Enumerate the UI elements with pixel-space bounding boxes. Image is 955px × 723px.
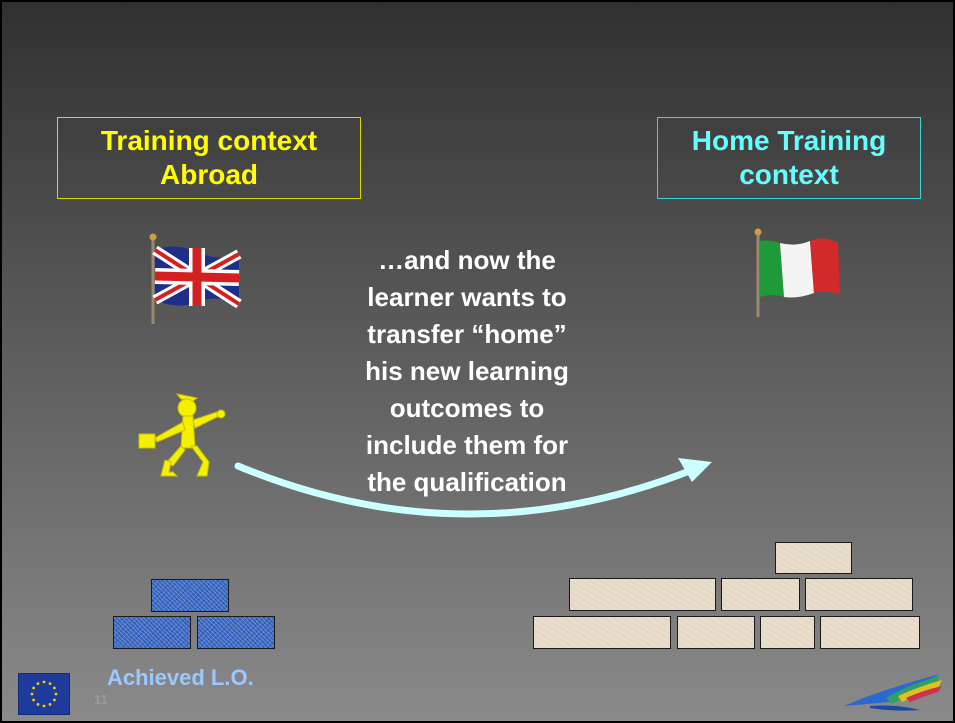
eu-flag-icon bbox=[18, 673, 70, 715]
qualification-brick bbox=[805, 578, 913, 611]
qualification-brick bbox=[677, 616, 755, 649]
slide-number: 11 bbox=[94, 692, 108, 707]
curved-arrow-icon bbox=[234, 458, 712, 518]
home-training-context-box: Home Training context bbox=[657, 117, 921, 199]
achieved-brick bbox=[113, 616, 191, 649]
achieved-brick bbox=[197, 616, 275, 649]
qualification-brick bbox=[775, 542, 852, 574]
transfer-description-text: …and now the learner wants to transfer “… bbox=[365, 245, 569, 497]
qualification-brick bbox=[533, 616, 671, 649]
training-context-abroad-box: Training context Abroad bbox=[57, 117, 361, 199]
qualification-brick bbox=[820, 616, 920, 649]
qualification-brick bbox=[760, 616, 815, 649]
achieved-brick bbox=[151, 579, 229, 612]
achieved-lo-label: Achieved L.O. bbox=[107, 665, 254, 690]
italy-flag-icon bbox=[754, 228, 840, 317]
qualification-brick bbox=[721, 578, 800, 611]
uk-flag-icon bbox=[149, 233, 242, 324]
learner-figure-icon bbox=[138, 393, 226, 477]
qualification-brick bbox=[569, 578, 716, 611]
logo-icon bbox=[844, 674, 942, 711]
